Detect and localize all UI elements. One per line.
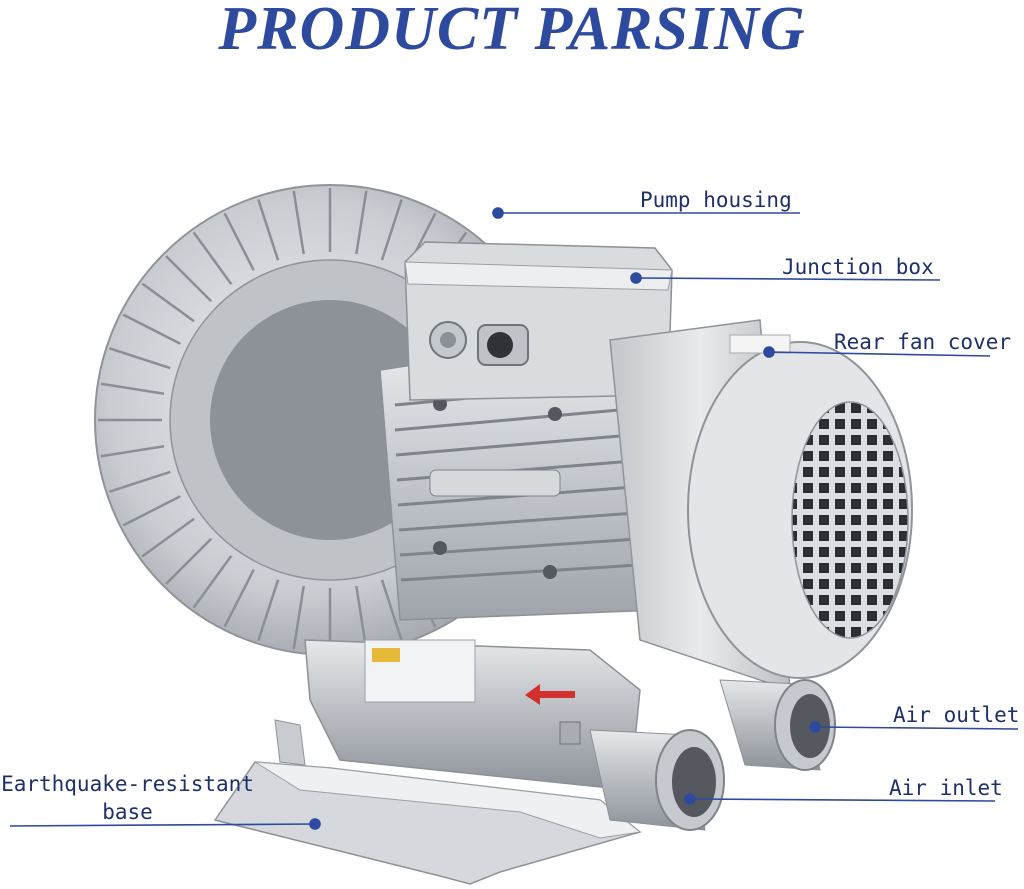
housing-fin <box>108 347 171 370</box>
label-base: base <box>102 800 153 824</box>
leader-lines <box>9 207 1019 830</box>
housing-fin <box>100 382 165 395</box>
label-earthquake-resistant: Earthquake-resistant <box>1 772 254 796</box>
housing-fin <box>108 470 171 493</box>
housing-fin <box>257 579 280 642</box>
housing-fin <box>165 255 213 303</box>
housing-fin <box>141 282 195 323</box>
air-outlet-pipe <box>719 679 836 771</box>
housing-fin <box>380 579 403 642</box>
housing-fin <box>355 585 368 650</box>
housing-fin <box>141 517 195 558</box>
label-pump-housing: Pump housing <box>640 188 792 212</box>
label-junction-box: Junction box <box>782 255 934 279</box>
label-air-outlet: Air outlet <box>893 703 1020 727</box>
housing-fin <box>192 231 233 285</box>
page-title: PRODUCT PARSING <box>218 0 806 63</box>
housing-fin <box>380 198 403 261</box>
air-inlet-pipe <box>589 729 725 831</box>
housing-fin <box>292 585 305 650</box>
housing-fin <box>192 555 233 609</box>
housing-fin <box>355 190 368 255</box>
housing-fin <box>223 569 255 628</box>
label-rear-fan-cover: Rear fan cover <box>834 330 1012 354</box>
junction-box <box>404 241 673 401</box>
housing-fin <box>257 198 280 261</box>
base-plate <box>213 719 642 885</box>
housing-fin <box>122 495 181 527</box>
housing-fin <box>292 190 305 255</box>
rear-fan-cover <box>609 319 913 692</box>
label-air-inlet: Air inlet <box>889 776 1003 800</box>
housing-fin <box>223 212 255 271</box>
housing-fin <box>165 537 213 585</box>
housing-fin <box>100 445 165 458</box>
housing-fin <box>122 313 181 345</box>
muffler <box>304 639 641 791</box>
